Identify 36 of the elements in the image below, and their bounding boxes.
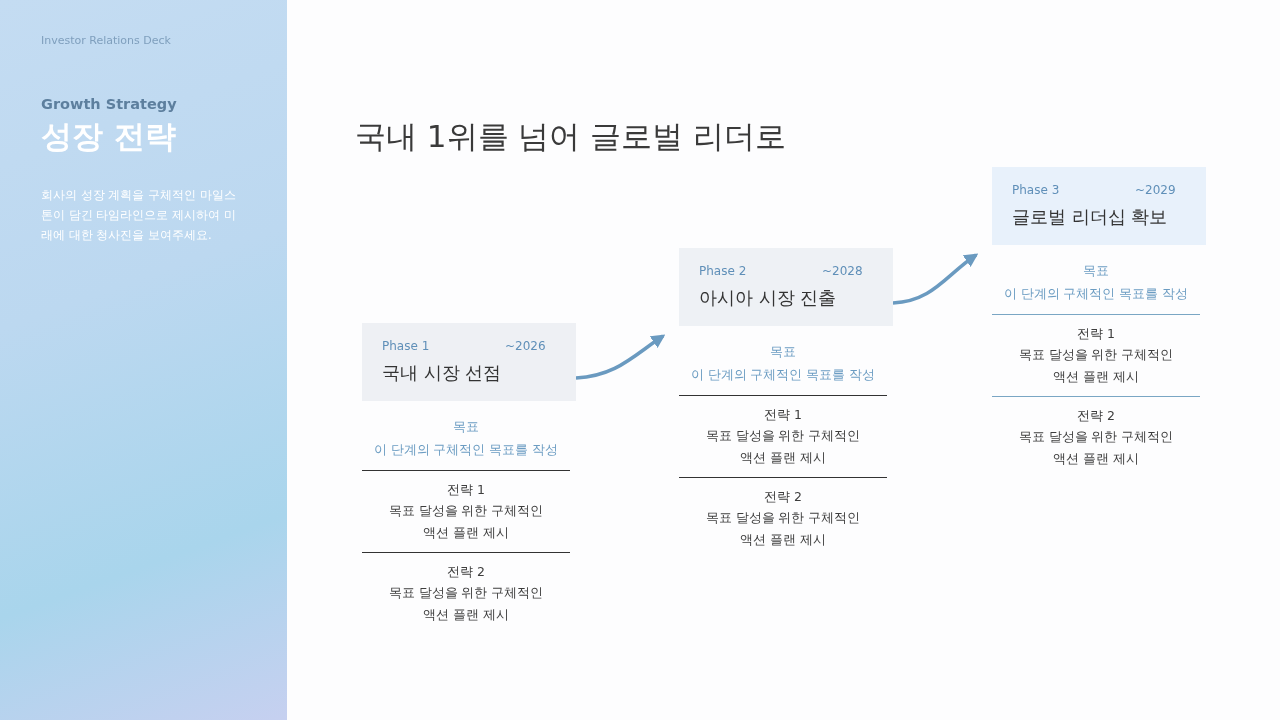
strategy-text: 목표 달성을 위한 구체적인 액션 플랜 제시 bbox=[704, 427, 862, 467]
goal-text: 이 단계의 구체적인 목표를 작성 bbox=[689, 366, 877, 384]
strategy-heading: 전략 1 bbox=[763, 406, 803, 424]
title: 국내 1위를 넘어 글로벌 리더로 bbox=[355, 117, 787, 156]
strategy-text: 목표 달성을 위한 구체적인 액션 플랜 제시 bbox=[387, 584, 545, 624]
goal-heading: 목표 bbox=[769, 343, 797, 361]
section-heading: 성장 전략 bbox=[41, 117, 176, 156]
year-label: ~2028 bbox=[822, 264, 863, 278]
strategy-text: 목표 달성을 위한 구체적인 액션 플랜 제시 bbox=[1017, 428, 1175, 468]
arrow bbox=[575, 334, 666, 380]
strategy-heading: 전략 2 bbox=[446, 563, 486, 581]
goal-text: 이 단계의 구체적인 목표를 작성 bbox=[372, 441, 560, 459]
phase-label: Phase 3 bbox=[1012, 183, 1060, 197]
strategy-heading: 전략 1 bbox=[446, 481, 486, 499]
description: 회사의 성장 계획을 구체적인 마일스톤이 담긴 타임라인으로 제시하여 미래에 대한 청사진을 보여주세요. bbox=[41, 187, 237, 244]
phase-name: 아시아 시장 진출 bbox=[699, 286, 837, 310]
strategy-heading: 전략 2 bbox=[1076, 407, 1116, 425]
phase-label: Phase 2 bbox=[699, 264, 747, 278]
year-label: ~2026 bbox=[505, 339, 546, 353]
strategy-text: 목표 달성을 위한 구체적인 액션 플랜 제시 bbox=[1017, 346, 1175, 386]
strategy-text: 목표 달성을 위한 구체적인 액션 플랜 제시 bbox=[704, 509, 862, 549]
phase-name: 국내 시장 선점 bbox=[382, 361, 502, 385]
goal-text: 이 단계의 구체적인 목표를 작성 bbox=[1002, 285, 1190, 303]
goal-heading: 목표 bbox=[452, 418, 480, 436]
subtitle: Growth Strategy bbox=[41, 96, 177, 112]
arrow bbox=[892, 253, 979, 305]
phase-box bbox=[679, 248, 893, 326]
strategy-heading: 전략 2 bbox=[763, 488, 803, 506]
deck-label: Investor Relations Deck bbox=[41, 34, 171, 47]
phase-name: 글로벌 리더십 확보 bbox=[1012, 205, 1168, 229]
year-label: ~2029 bbox=[1135, 183, 1176, 197]
phase-label: Phase 1 bbox=[382, 339, 430, 353]
goal-heading: 목표 bbox=[1082, 262, 1110, 280]
strategy-text: 목표 달성을 위한 구체적인 액션 플랜 제시 bbox=[387, 502, 545, 542]
strategy-heading: 전략 1 bbox=[1076, 325, 1116, 343]
phase-box bbox=[362, 323, 576, 401]
